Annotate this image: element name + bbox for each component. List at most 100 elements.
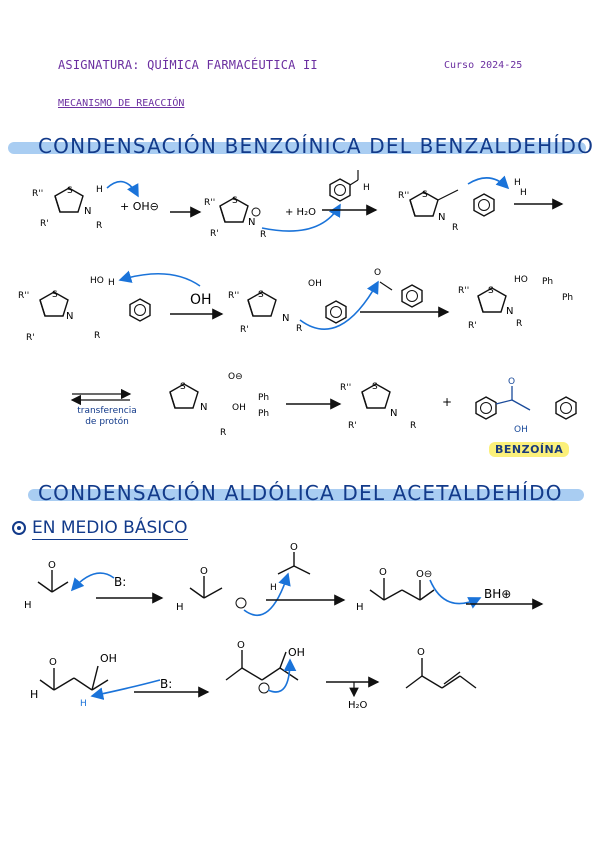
alkoxide-aldol: O O⊖ H <box>356 567 435 613</box>
svg-text:S: S <box>52 290 58 300</box>
svg-text:R'': R'' <box>398 191 409 201</box>
svg-text:S: S <box>232 196 238 206</box>
svg-text:R: R <box>220 428 226 438</box>
section-2-band <box>28 489 584 501</box>
svg-text:N: N <box>66 311 73 322</box>
svg-text:OH: OH <box>308 279 322 289</box>
enolate-hydroxy: O OH <box>225 640 305 694</box>
enolate: O H <box>176 566 247 613</box>
svg-text:H: H <box>514 178 521 188</box>
svg-text:R'': R'' <box>458 286 469 296</box>
svg-text:R: R <box>452 223 458 233</box>
ylide-carbanion: S N R R'' R' <box>204 196 266 240</box>
conjugate-acid: BH⊕ <box>484 587 511 601</box>
enamine-attack-arrow <box>299 280 379 330</box>
base-2: B: <box>160 677 172 691</box>
svg-text:S: S <box>422 190 428 200</box>
svg-text:R: R <box>516 319 522 329</box>
header-course: Curso 2024-25 <box>444 60 523 71</box>
svg-text:R': R' <box>240 325 249 335</box>
svg-text:R'': R'' <box>228 291 239 301</box>
section-1-band <box>8 142 586 154</box>
svg-text:O: O <box>290 542 298 553</box>
svg-text:HO: HO <box>90 276 104 286</box>
svg-text:O: O <box>237 640 245 651</box>
svg-text:O: O <box>374 268 381 278</box>
benzoin-label: BENZOÍNA <box>489 442 570 457</box>
svg-text:O: O <box>48 560 56 571</box>
svg-text:H: H <box>270 583 277 593</box>
svg-text:R: R <box>260 230 266 240</box>
header-subject: ASIGNATURA: QUÍMICA FARMACÉUTICA II <box>58 58 318 72</box>
svg-text:OH: OH <box>232 403 246 413</box>
svg-text:N: N <box>200 402 207 413</box>
base-attack-arrow-1 <box>70 572 115 592</box>
svg-text:S: S <box>180 382 186 392</box>
svg-text:H: H <box>24 600 32 611</box>
svg-text:R: R <box>94 331 100 341</box>
svg-text:R: R <box>296 324 302 334</box>
alkoxide-intermediate: S N R O⊖ Ph OH Ph <box>169 372 269 438</box>
svg-text:N: N <box>438 212 445 223</box>
subsection-bullet <box>12 521 26 535</box>
svg-text:N: N <box>84 206 91 217</box>
benzaldehyde-reagent: H <box>329 170 370 202</box>
section-2-title: CONDENSACIÓN ALDÓLICA DEL ACETALDEHÍDO <box>38 481 563 505</box>
svg-text:HO: HO <box>514 275 528 285</box>
svg-text:R': R' <box>210 229 219 239</box>
svg-text:OH: OH <box>288 646 305 659</box>
svg-text:OH: OH <box>100 652 117 665</box>
svg-text:Ph: Ph <box>542 277 553 287</box>
hydroxide-reagent: + OH⊖ <box>120 200 159 213</box>
svg-text:R': R' <box>40 219 49 229</box>
base-attack-arrow-2 <box>90 679 161 700</box>
svg-text:N: N <box>282 313 289 324</box>
svg-text:R: R <box>410 421 416 431</box>
svg-text:H: H <box>80 699 87 709</box>
svg-text:R: R <box>96 221 102 231</box>
regenerated-ylide: S N R R'' R' <box>340 382 416 431</box>
svg-text:R': R' <box>26 333 35 343</box>
svg-text:R': R' <box>468 321 477 331</box>
plus-sign: + <box>442 395 452 409</box>
protonation-arrow-aldol <box>429 579 482 609</box>
benzaldehyde-reagent-2: O <box>374 268 423 308</box>
benzoin-product: O OH <box>475 377 577 435</box>
svg-text:Ph: Ph <box>562 293 573 303</box>
svg-text:H: H <box>108 278 115 288</box>
svg-text:R'': R'' <box>204 198 215 208</box>
water-leaving: H₂O <box>348 700 368 711</box>
protonation-arrow <box>467 175 510 190</box>
svg-text:OH: OH <box>514 425 528 435</box>
thiazolium-salt: S N R R'' R' H <box>32 185 103 231</box>
svg-text:R'': R'' <box>18 291 29 301</box>
header-topic: MECANISMO DE REACCIÓN <box>58 98 185 109</box>
svg-text:S: S <box>488 286 494 296</box>
aldol-product: O OH H H <box>30 652 117 709</box>
svg-text:H: H <box>30 688 38 701</box>
svg-text:R': R' <box>348 421 357 431</box>
water-byproduct: + H₂O <box>285 207 316 218</box>
svg-text:N: N <box>390 408 397 419</box>
elimination-arrow <box>267 658 297 693</box>
svg-text:O: O <box>200 566 208 577</box>
hydroxide-attack-arrow <box>118 270 201 287</box>
crotonaldehyde-product: O <box>405 647 477 689</box>
base-1: B: <box>114 575 126 589</box>
enolate-attack-arrow <box>243 572 291 616</box>
svg-text:O⊖: O⊖ <box>416 569 432 580</box>
svg-text:Ph: Ph <box>258 393 269 403</box>
svg-text:H: H <box>96 185 103 195</box>
svg-text:R'': R'' <box>340 383 351 393</box>
proton-transfer-label: transferencia de protón <box>77 406 137 427</box>
svg-text:O: O <box>379 567 387 578</box>
svg-text:Ph: Ph <box>258 409 269 419</box>
acetaldehyde: O H <box>24 560 69 611</box>
hydroxy-intermediate: S N R R'' R' HO H <box>18 276 151 343</box>
ylide-attack-arrow <box>261 203 341 232</box>
svg-text:N: N <box>506 306 513 317</box>
svg-text:R'': R'' <box>32 189 43 199</box>
tetrahedral-adduct: S N R R'' <box>398 189 495 233</box>
svg-text:H: H <box>356 602 364 613</box>
